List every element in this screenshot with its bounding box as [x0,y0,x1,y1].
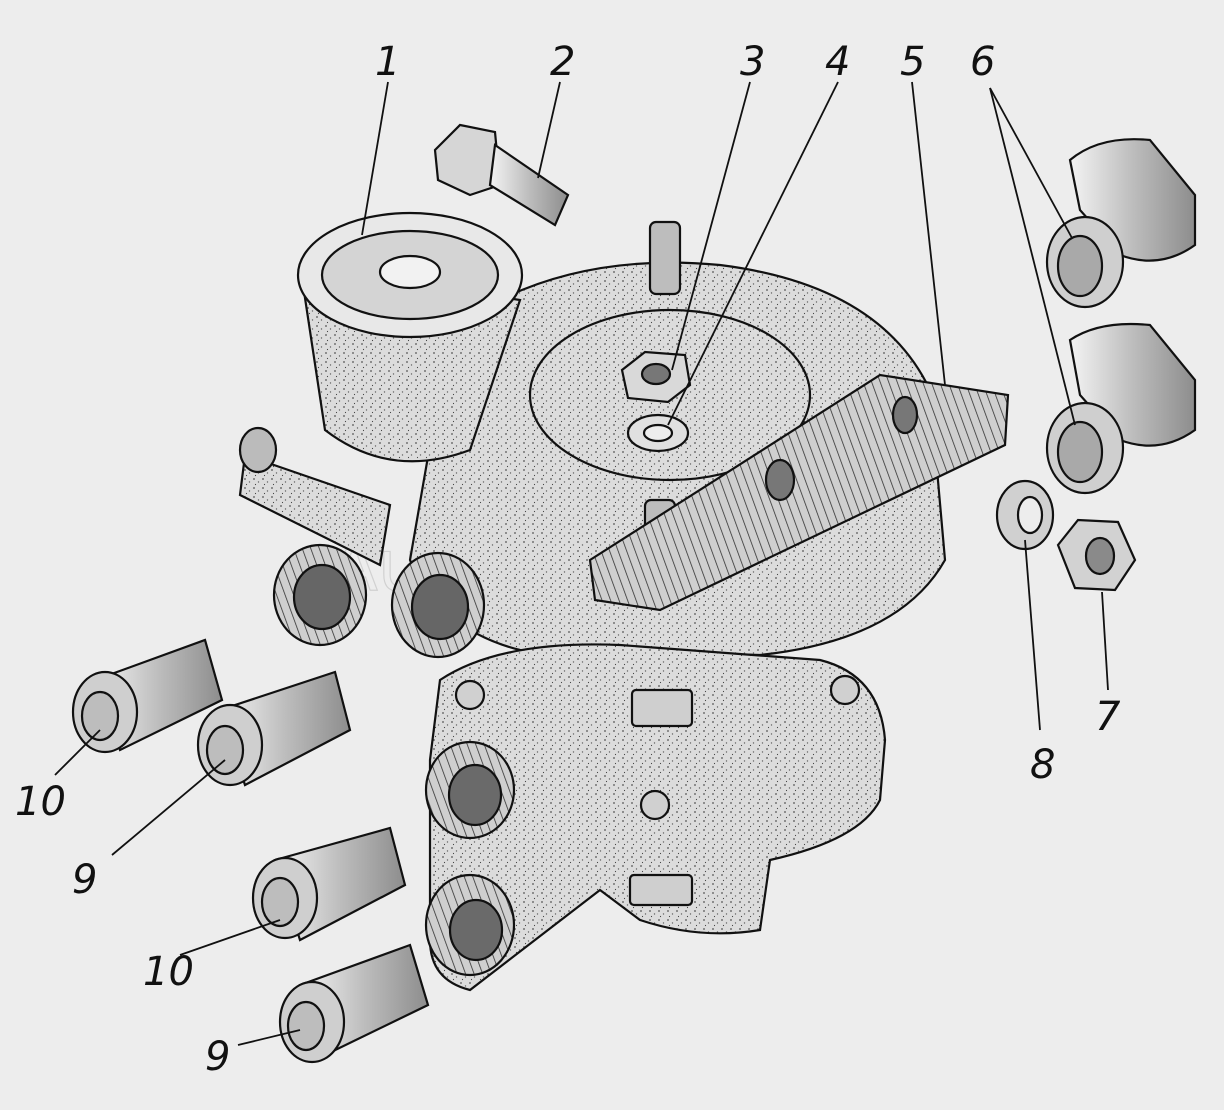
callout-10-upper: 10 [15,779,66,825]
part-8-spring-washer [995,479,1055,551]
callout-9-upper: 9 [72,857,97,903]
upper-port-right [390,551,486,659]
part-7-nut [1056,518,1137,592]
callout-8: 8 [1030,742,1055,788]
leader-lines [54,81,1109,1046]
callout-6: 6 [970,39,995,85]
callout-9-lower: 9 [205,1034,230,1080]
inlet-tube [238,426,392,567]
callout-10-lower: 10 [143,949,194,995]
part-4-spring-washer [626,413,690,453]
part-6-elbow-fitting-bottom [1045,322,1197,495]
stud-top [648,220,682,296]
valve-body [408,261,947,992]
callout-7: 7 [1095,694,1121,740]
callout-2: 2 [550,39,575,85]
part-10-fitting-upper [71,638,224,754]
part-6-elbow-fitting-top [1045,138,1197,309]
part-2-bolt [433,123,570,227]
callout-4: 4 [825,39,850,85]
part-9-fitting-upper [196,670,352,787]
callout-1: 1 [375,39,400,85]
part-9-fitting-lower [278,943,430,1064]
part-1-regulator-cap [296,211,524,463]
upper-port-left [272,543,368,647]
callout-5: 5 [900,39,925,85]
callout-3: 3 [740,39,765,85]
part-10-fitting-lower [251,826,407,942]
part-5-bracket [588,373,1010,612]
